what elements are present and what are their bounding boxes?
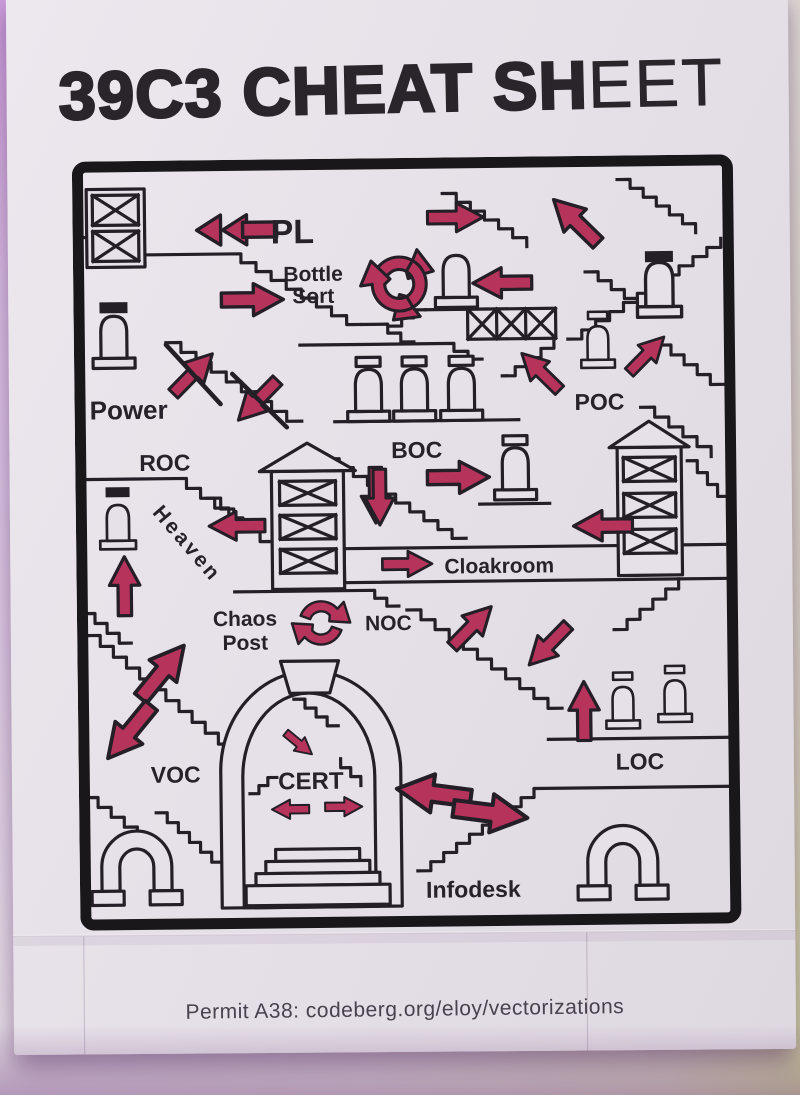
- label-cert: CERT: [278, 768, 344, 796]
- infodesk-double-arrow-icon: [394, 768, 530, 838]
- title-light: EET: [587, 44, 726, 124]
- direction-arrows: [92, 186, 675, 842]
- footer-text: Permit A38: codeberg.org/eloy/vectorizat…: [185, 995, 625, 1024]
- label-power: Power: [89, 395, 167, 426]
- label-noc: NOC: [365, 612, 412, 636]
- arch-icon: [575, 823, 670, 902]
- label-bottle-sort: Bottle: [283, 263, 343, 287]
- door-sign: [644, 250, 673, 263]
- label-pl: PL: [270, 213, 314, 251]
- label-boc: BOC: [391, 437, 442, 464]
- page-title: 39C3 CHEAT SHEET: [57, 45, 726, 136]
- congress-map: PL Bottle Sort Power ROC BOC POC Heaven …: [71, 154, 742, 931]
- ne-arrow-icon: [618, 326, 675, 383]
- paper-crease: [83, 936, 86, 1055]
- cheat-sheet-paper: 39C3 CHEAT SHEET: [5, 0, 797, 1056]
- center-tower-icon: [257, 441, 357, 592]
- label-heaven: Heaven: [148, 501, 226, 586]
- door-sign: [105, 487, 130, 498]
- pl-arrow-icon: [194, 213, 279, 247]
- nw-arrow-icon: [540, 186, 611, 257]
- label-infodesk: Infodesk: [426, 876, 521, 903]
- label-chaos-post: Chaos: [213, 607, 277, 631]
- loc-up-arrow-icon: [566, 679, 602, 743]
- boc-right-arrow-icon: [425, 459, 492, 496]
- label-voc: VOC: [151, 761, 201, 788]
- noc-ne-arrow-icon: [440, 595, 504, 659]
- right-tower-icon: [607, 419, 691, 578]
- label-loc: LOC: [616, 748, 665, 775]
- label-poc: POC: [574, 388, 624, 415]
- label-cloakroom: Cloakroom: [444, 554, 554, 578]
- map-border: [71, 154, 742, 931]
- chaos-post-rotation-icon: [284, 588, 358, 658]
- power-crossed-arrow-icon: [226, 368, 290, 432]
- noc-sw-arrow-icon: [517, 613, 581, 677]
- label-roc: ROC: [139, 449, 190, 476]
- arch-icon: [89, 828, 184, 908]
- label-chaos-post: Post: [222, 632, 268, 656]
- railing-icon: [465, 305, 559, 342]
- label-bottle-sort: Sort: [292, 285, 334, 308]
- left-arrow-icon: [471, 265, 534, 301]
- rotation-arrows-icon: [350, 247, 444, 333]
- heaven-up-arrow-icon: [107, 554, 142, 618]
- cert-gate-icon: [219, 659, 404, 910]
- power-crossed-arrow-icon: [161, 342, 225, 407]
- title-heavy: 39C3 CHEAT SH: [57, 46, 590, 135]
- doorway-icons: [90, 250, 694, 730]
- door-sign: [99, 302, 128, 314]
- bottle-sort-arrow-icon: [219, 281, 286, 318]
- ladder-tower-icon: [84, 187, 147, 270]
- voc-double-arrow-icon: [92, 632, 200, 772]
- top-right-arrow-icon: [425, 201, 485, 234]
- cloakroom-right-arrow-icon: [380, 549, 434, 579]
- paper-crease: [586, 932, 589, 1051]
- heaven-left-arrow-icon: [207, 509, 267, 543]
